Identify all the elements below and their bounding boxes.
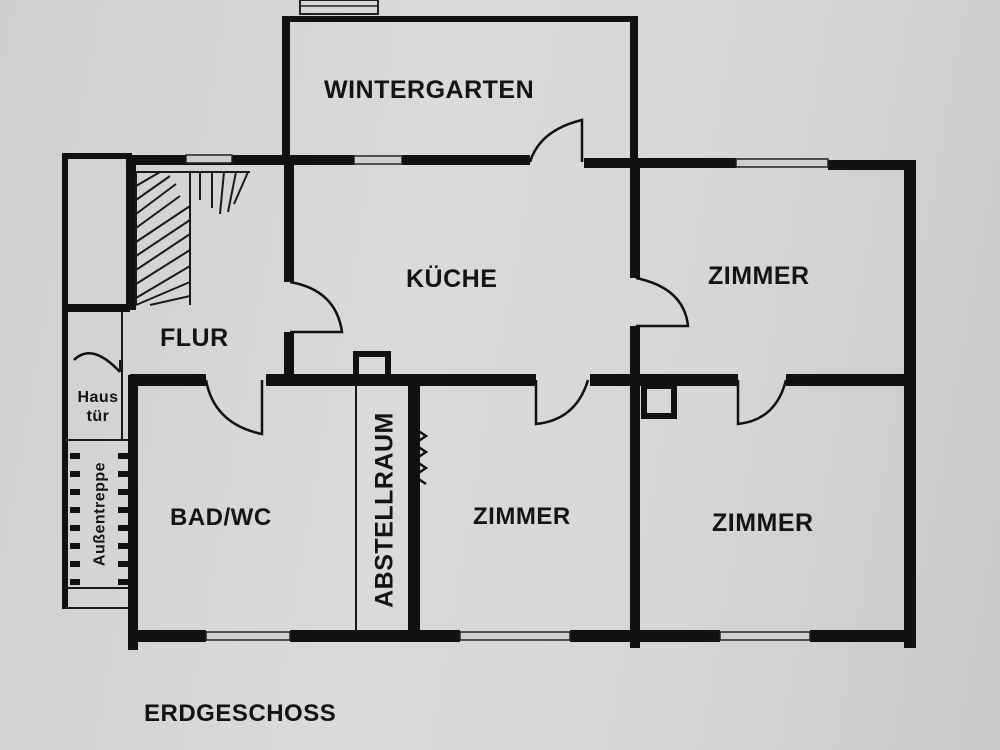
room-label-kueche: KÜCHE [406, 265, 498, 293]
floor-caption: ERDGESCHOSS [144, 700, 337, 727]
entrance-door-label-line1: Haus [77, 389, 119, 406]
room-label-abstellraum: ABSTELLRAUM [370, 412, 399, 608]
room-label-bad-wc: BAD/WC [170, 504, 272, 531]
interior-staircase [135, 171, 250, 306]
wintergarten-walls [282, 16, 638, 162]
door-swings [204, 118, 788, 486]
room-label-wintergarten: WINTERGARTEN [324, 76, 535, 104]
entrance-area [62, 153, 132, 609]
room-label-zimmer-bottom-right: ZIMMER [712, 509, 814, 537]
entrance-door-label-line2: tür [86, 408, 110, 425]
room-label-zimmer-top-right: ZIMMER [708, 262, 810, 290]
roof-vent [299, 0, 379, 15]
interior-walls [130, 160, 914, 648]
room-label-flur: FLUR [160, 324, 229, 352]
exterior-stairs-label: Außentreppe [91, 461, 109, 567]
entrance-door-label: Haus tür [70, 388, 126, 426]
outer-walls [126, 154, 916, 650]
room-label-zimmer-bottom-middle: ZIMMER [473, 503, 571, 530]
